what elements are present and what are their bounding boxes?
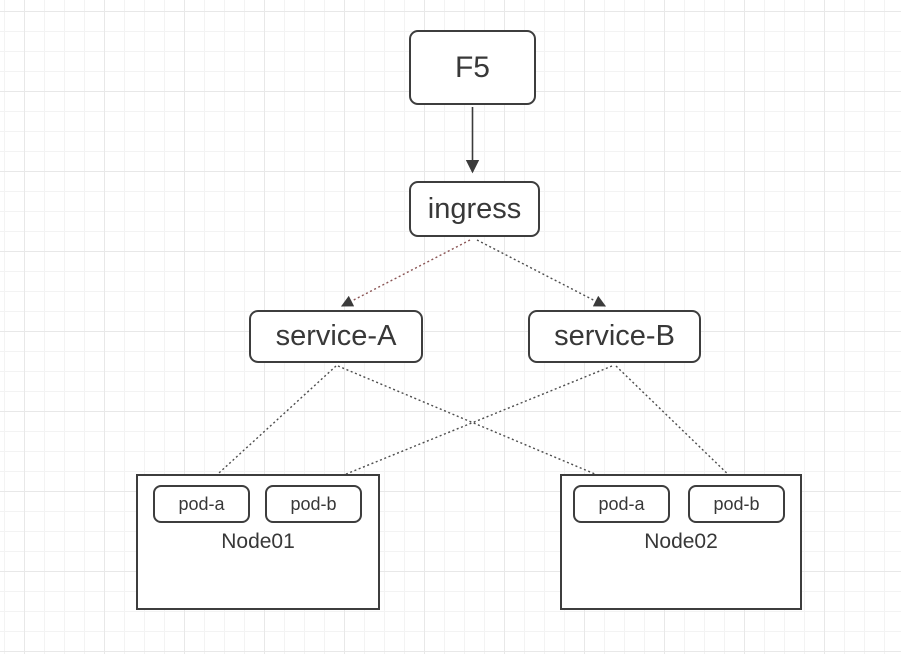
node-ingress-label: ingress [427,192,522,225]
node02-label: Node02 [644,530,718,553]
node02-pod-b[interactable]: pod-b [688,485,785,523]
node-f5[interactable]: F5 [409,30,536,105]
edge-service-b-to-node02-pod-b[interactable] [615,365,737,483]
node01-label: Node01 [221,530,295,553]
edge-service-a-to-node01-pod-a[interactable] [207,365,337,484]
node01-pod-a-label: pod-a [178,493,225,514]
edge-service-a-to-node02-pod-a[interactable] [337,365,615,483]
edge-ingress-to-service-a[interactable] [340,239,471,307]
node-ingress[interactable]: ingress [409,181,540,237]
node-service-a-label: service-A [275,320,397,352]
node01-pod-b[interactable]: pod-b [265,485,362,523]
node-service-b[interactable]: service-B [528,310,701,363]
node02-pod-a[interactable]: pod-a [573,485,670,523]
node-service-b-label: service-B [554,320,675,352]
edge-service-b-to-node01-pod-b[interactable] [323,365,613,484]
edge-ingress-to-service-b[interactable] [476,239,607,307]
node02-pod-b-label: pod-b [713,493,760,514]
node-f5-label: F5 [454,50,490,84]
node01-pod-b-label: pod-b [290,493,337,514]
node-service-a[interactable]: service-A [249,310,423,363]
node02-pod-a-label: pod-a [598,493,645,514]
node-node02[interactable]: pod-a pod-b Node02 [560,474,802,610]
node01-pod-a[interactable]: pod-a [153,485,250,523]
node-node01[interactable]: pod-a pod-b Node01 [136,474,380,610]
